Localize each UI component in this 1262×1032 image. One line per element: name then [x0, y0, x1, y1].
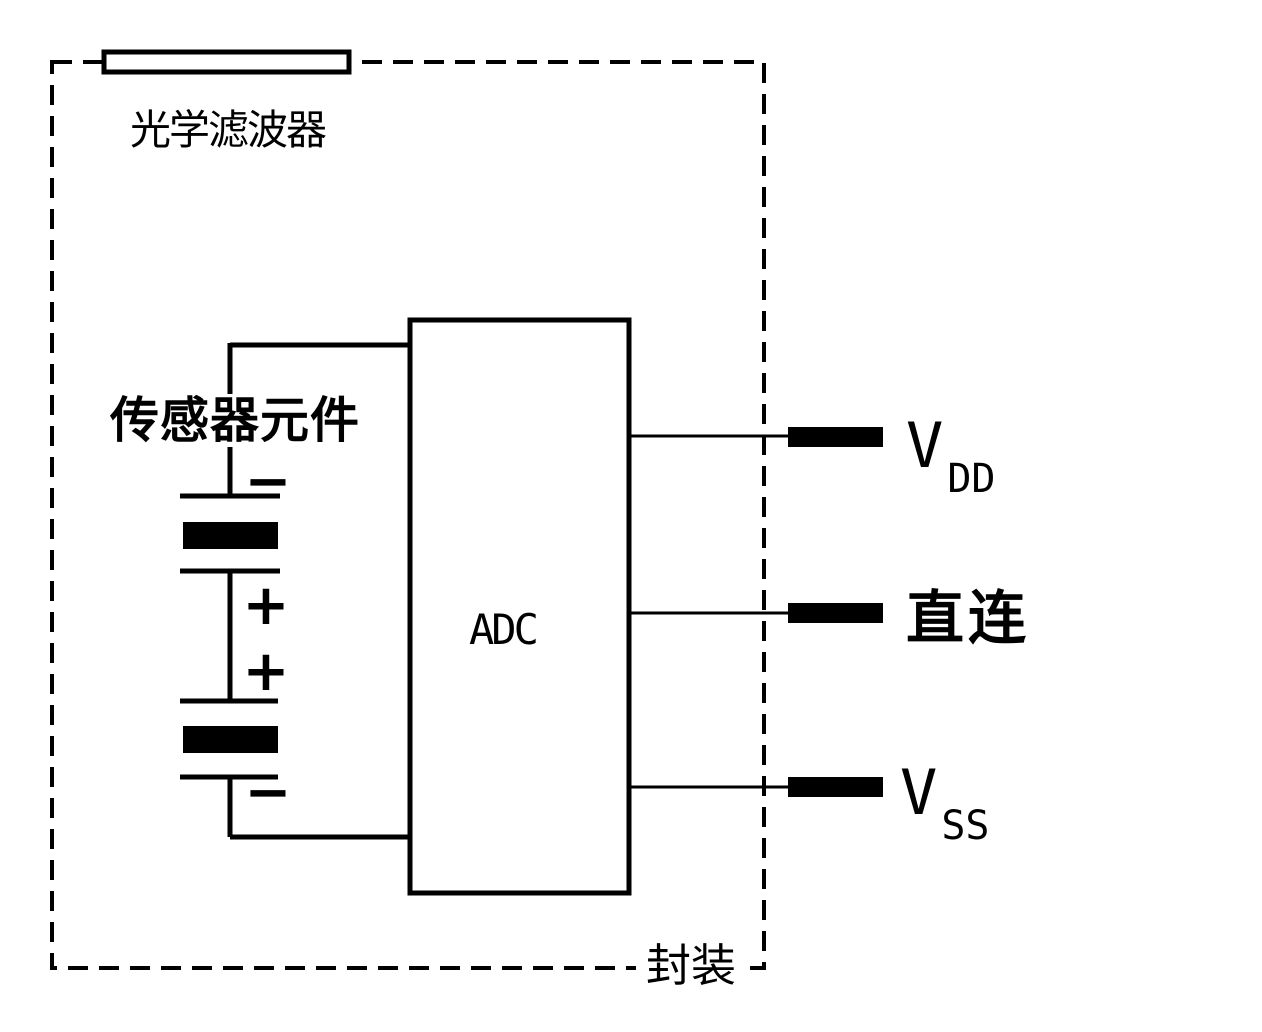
- minus-sign-icon: −: [244, 760, 292, 825]
- pin-pad-vss: [788, 777, 883, 797]
- sensor-element-label: 传感器元件: [106, 394, 365, 447]
- battery-electrode-1: [183, 522, 278, 549]
- adc-label: ADC: [469, 605, 539, 654]
- pin-label-vss: V SS: [900, 756, 990, 849]
- adc-block: [407, 317, 632, 896]
- pin-vss-subscript: SS: [941, 803, 990, 849]
- pin-vss-symbol: V: [900, 756, 938, 829]
- package-boundary: [50, 60, 766, 970]
- pin-vdd-subscript: DD: [947, 456, 996, 502]
- pin-pad-zhilian: [788, 603, 883, 623]
- minus-sign-icon: −: [244, 449, 292, 514]
- plus-sign-icon: +: [242, 573, 290, 638]
- pin-label-zhilian: 直连: [906, 584, 1031, 652]
- pin-label-vdd: V DD: [906, 409, 996, 502]
- optical-filter-shape: [101, 49, 352, 75]
- package-label: 封装: [636, 941, 747, 990]
- pin-pad-vdd: [788, 427, 883, 447]
- optical-filter-label: 光学滤波器: [130, 106, 327, 154]
- plus-sign-icon: +: [242, 639, 290, 704]
- battery-electrode-2: [183, 726, 278, 753]
- pin-vdd-symbol: V: [906, 409, 944, 482]
